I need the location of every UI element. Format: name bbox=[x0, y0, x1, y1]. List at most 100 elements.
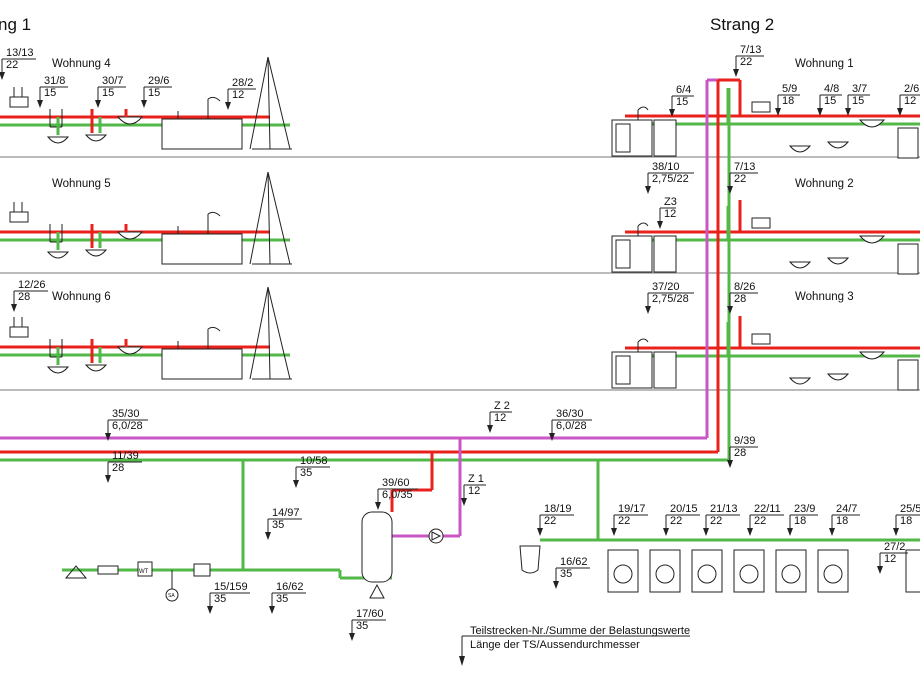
label-bottom: 15 bbox=[852, 95, 864, 107]
strang-1-title: ng 1 bbox=[0, 15, 31, 34]
label-bottom: 2,75/22 bbox=[652, 173, 689, 185]
label-top: 5/9 bbox=[782, 83, 797, 95]
pipe-section-labels: 13/132231/81530/71529/61528/2127/13226/4… bbox=[0, 44, 920, 641]
label-top: 29/6 bbox=[148, 75, 169, 87]
label-top: 36/30 bbox=[556, 408, 584, 420]
expansion-vessel bbox=[519, 545, 541, 574]
label-bottom: 22 bbox=[618, 515, 630, 527]
label-bottom: 6,0/28 bbox=[556, 420, 587, 432]
label-l-z2: Z 212 bbox=[487, 400, 512, 433]
label-l-39-60: 39/606,0/35 bbox=[375, 477, 418, 510]
label-top: 25/5 bbox=[900, 503, 920, 515]
label-bottom: 35 bbox=[300, 467, 312, 479]
label-top: 38/10 bbox=[652, 161, 680, 173]
label-top: 28/2 bbox=[232, 77, 253, 89]
label-top: 11/39 bbox=[112, 450, 139, 462]
label-l-3-7: 3/715 bbox=[845, 83, 870, 116]
label-top: 6/4 bbox=[676, 84, 691, 96]
label-top: 14/97 bbox=[272, 507, 300, 519]
label-top: Z 1 bbox=[468, 473, 484, 485]
label-top: 39/60 bbox=[382, 477, 410, 489]
label-top: 8/26 bbox=[734, 281, 755, 293]
label-l-30-7: 30/715 bbox=[95, 75, 126, 108]
label-bottom: 12 bbox=[494, 412, 506, 424]
fixtures-wohnung-1 bbox=[611, 101, 919, 159]
label-top: Z 2 bbox=[494, 400, 510, 412]
label-l-38-10: 38/102,75/22 bbox=[645, 161, 694, 194]
label-l-25-5: 25/518 bbox=[893, 503, 920, 536]
label-l-36-30: 36/306,0/28 bbox=[549, 408, 592, 441]
label-top: 13/13 bbox=[6, 47, 34, 59]
legend-line-1: Teilstrecken-Nr./Summe der Belastungswer… bbox=[470, 625, 690, 637]
label-bottom: 15 bbox=[44, 87, 56, 99]
label-top: 10/58 bbox=[300, 455, 328, 467]
label-top: 4/8 bbox=[824, 83, 839, 95]
label-l-37-20: 37/202,75/28 bbox=[645, 281, 694, 314]
label-l-4-8: 4/815 bbox=[817, 83, 842, 116]
label-top: 31/8 bbox=[44, 75, 65, 87]
label-bottom: 18 bbox=[900, 515, 912, 527]
floor-wohnung-1 bbox=[625, 80, 920, 126]
label-top: 35/30 bbox=[112, 408, 140, 420]
label-bottom: 2,75/28 bbox=[652, 293, 689, 305]
label-wohnung-5: Wohnung 5 bbox=[52, 178, 111, 190]
label-bottom: 35 bbox=[560, 568, 572, 580]
risers-strang-2 bbox=[705, 78, 740, 460]
label-bottom: 18 bbox=[794, 515, 806, 527]
label-bottom: 12 bbox=[232, 89, 244, 101]
label-top: 15/159 bbox=[214, 581, 248, 593]
label-bottom: 12 bbox=[664, 208, 676, 220]
label-l-6-4: 6/415 bbox=[669, 84, 694, 117]
label-bottom: 22 bbox=[740, 56, 752, 68]
label-l-z1: Z 112 bbox=[461, 473, 486, 506]
house-connection: WT SA bbox=[64, 561, 211, 602]
label-l-24-7: 24/718 bbox=[829, 503, 860, 536]
label-bottom: 22 bbox=[670, 515, 682, 527]
label-wohnung-6: Wohnung 6 bbox=[52, 291, 111, 303]
label-top: 22/11 bbox=[754, 503, 781, 515]
washing-machines bbox=[607, 549, 920, 593]
fixtures-wohnung-4 bbox=[8, 55, 294, 151]
floor-wohnung-5 bbox=[0, 230, 290, 242]
meter-small-mark: SA bbox=[168, 593, 175, 599]
label-bottom: 15 bbox=[148, 87, 160, 99]
label-top: 21/13 bbox=[710, 503, 738, 515]
label-bottom: 18 bbox=[782, 95, 794, 107]
label-top: 7/13 bbox=[734, 161, 755, 173]
label-top: Z3 bbox=[664, 196, 677, 208]
strang-2-title: Strang 2 bbox=[710, 15, 774, 34]
label-top: 17/60 bbox=[356, 608, 384, 620]
label-top: 2/6 bbox=[904, 83, 919, 95]
label-bottom: 35 bbox=[356, 620, 368, 632]
label-top: 16/62 bbox=[276, 581, 304, 593]
label-bottom: 12 bbox=[884, 553, 896, 565]
label-top: 30/7 bbox=[102, 75, 123, 87]
label-bottom: 15 bbox=[824, 95, 836, 107]
fixtures-wohnung-2 bbox=[611, 217, 919, 275]
water-meter-mark: WT bbox=[139, 569, 149, 575]
label-l-28-2: 28/212 bbox=[225, 77, 256, 110]
label-bottom: 35 bbox=[272, 519, 284, 531]
label-top: 3/7 bbox=[852, 83, 867, 95]
label-top: 16/62 bbox=[560, 556, 588, 568]
label-bottom: 28 bbox=[112, 462, 124, 474]
label-l-27-2: 27/212 bbox=[877, 541, 908, 574]
label-bottom: 35 bbox=[214, 593, 226, 605]
label-bottom: 12 bbox=[468, 485, 480, 497]
label-top: 27/2 bbox=[884, 541, 905, 553]
floor-wohnung-6 bbox=[0, 345, 290, 357]
